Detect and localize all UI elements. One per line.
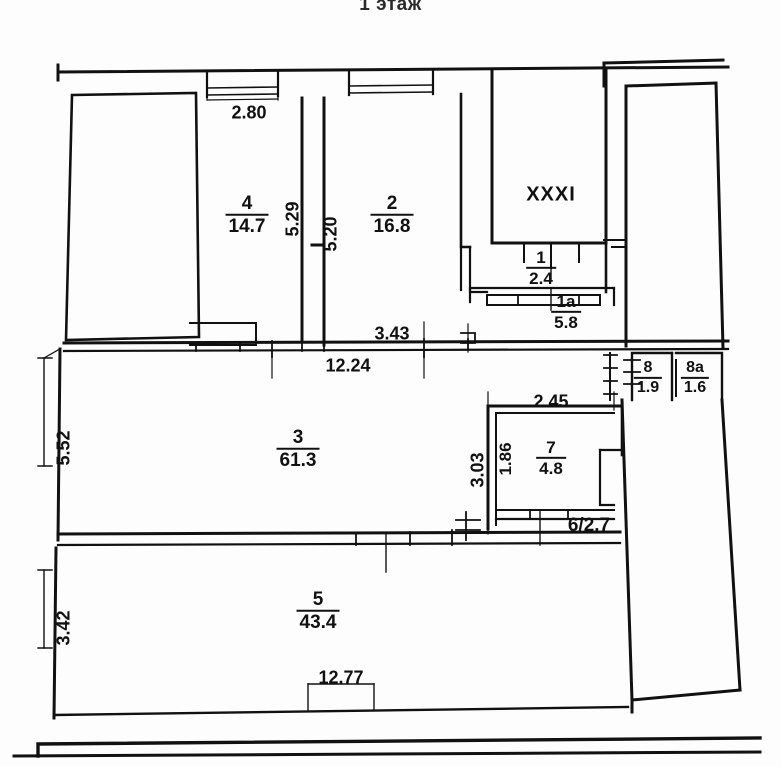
dimension-5-52: 5.52 (53, 430, 74, 466)
room-number: 8 (643, 358, 653, 376)
room-number: 1a (556, 291, 576, 311)
exterior-wall-bottom (12, 736, 762, 758)
room-area: 14.7 (225, 213, 269, 237)
label-room-6: 6/2.7 (567, 515, 611, 536)
interior-wall-horizontal-main (62, 332, 730, 358)
dimension-12-24: 12.24 (325, 355, 371, 376)
room-area: 61.3 (276, 447, 320, 471)
plan-geometry (12, 58, 762, 758)
room-number: 3 (292, 426, 304, 448)
wall-stub-between-8-8a (603, 352, 618, 401)
room-label-7: 7 4.8 (536, 439, 566, 477)
room-label-1a: 1a 5.8 (551, 293, 581, 331)
room-area: 4.8 (536, 456, 566, 478)
room-label-1: 1 2.4 (526, 249, 556, 287)
dimension-5-29: 5.29 (282, 201, 303, 237)
dimension-line-5-52 (37, 349, 59, 467)
room-area: 2.4 (526, 266, 556, 288)
dimension-line-3-42 (37, 569, 53, 649)
room-8a-walls (674, 351, 724, 402)
room-area: 1.9 (633, 376, 663, 397)
dimension-line-2-80 (206, 73, 279, 101)
dimension-2-45: 2.45 (533, 391, 569, 412)
room-number: 5 (312, 588, 324, 610)
room-label-4: 4 14.7 (225, 192, 269, 237)
dimension-12-77: 12.77 (318, 667, 364, 688)
window-opening-right (347, 68, 435, 97)
dimension-5-20: 5.20 (320, 216, 341, 252)
room-number: 7 (546, 437, 556, 457)
room-3-walls (56, 347, 622, 547)
dimension-line-12-77 (307, 683, 375, 711)
room-5-walls (52, 546, 630, 720)
right-wing-lower-walls (620, 398, 742, 714)
room-label-3: 3 61.3 (276, 426, 320, 471)
dimension-1-86: 1.86 (496, 442, 515, 476)
dimension-line-3-43 (423, 321, 469, 359)
room-label-8a: 8a 1.6 (680, 358, 710, 397)
balcony-left (64, 91, 201, 342)
dimension-2-80: 2.80 (231, 102, 267, 123)
window-opening-left (205, 70, 280, 99)
room-8-walls (623, 351, 674, 402)
room-1a-walls (468, 286, 616, 307)
right-wing-walls (602, 58, 725, 350)
exterior-wall-top (56, 63, 730, 82)
dimension-3-43: 3.43 (374, 323, 410, 344)
label-leader-lines (385, 242, 552, 573)
room-number: 4 (241, 192, 253, 214)
room-area: 43.4 (296, 609, 340, 633)
room-number: 8a (686, 358, 704, 376)
room-area: 5.8 (551, 310, 581, 332)
room-xxxi-walls (490, 66, 608, 269)
dimension-line-12-24 (271, 351, 425, 379)
dimension-3-42: 3.42 (53, 610, 74, 646)
dimension-3-03: 3.03 (467, 452, 488, 488)
room-label-5: 5 43.4 (296, 588, 340, 633)
label-xxxi: XXXI (526, 183, 576, 206)
room-label-8: 8 1.9 (633, 358, 663, 397)
room-number: 1 (536, 247, 546, 267)
room-label-2: 2 16.8 (370, 192, 414, 237)
room-area: 1.6 (680, 376, 710, 397)
room-number: 2 (386, 192, 398, 214)
room-area: 16.8 (370, 213, 414, 237)
